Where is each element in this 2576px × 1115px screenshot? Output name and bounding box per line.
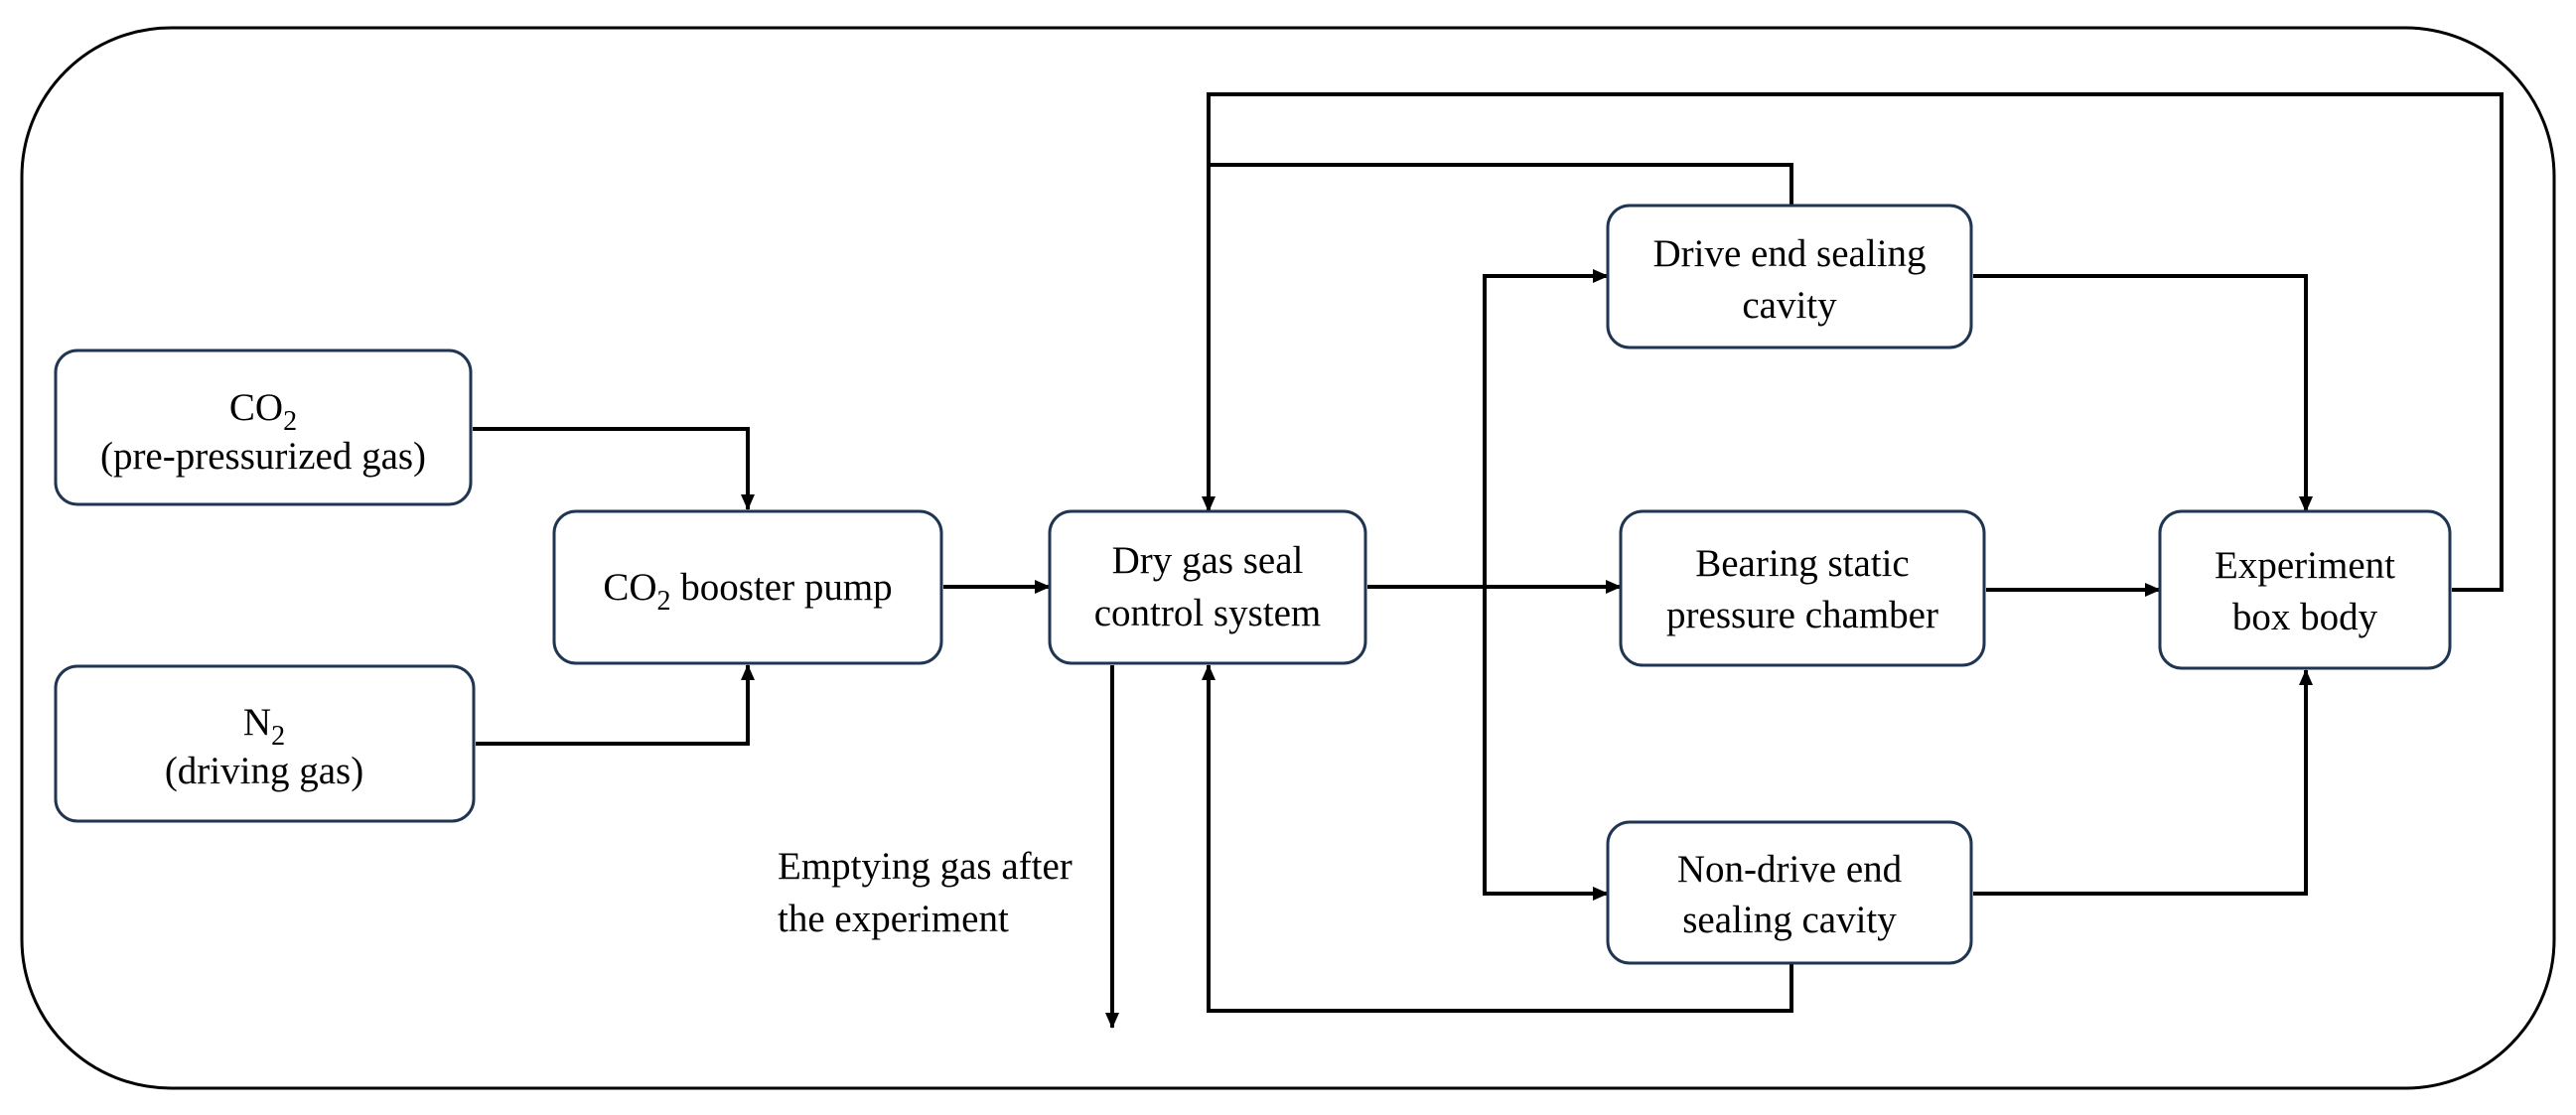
node-drive-end-line2: cavity [1742, 284, 1837, 327]
node-non-drive-end-line1: Non-drive end [1677, 848, 1903, 891]
node-n2-gas-line1: N2 [243, 701, 285, 752]
node-co2-gas-line2: (pre-pressurized gas) [100, 435, 426, 478]
edge-drive-end-to-box [1973, 274, 2313, 512]
node-experiment-box-line2: box body [2232, 596, 2378, 638]
annotation-emptying-line1: Emptying gas after [778, 845, 1073, 888]
node-n2-gas-line2: (driving gas) [165, 750, 363, 792]
node-drive-end-cavity: Drive end sealing cavity [1606, 204, 1973, 349]
node-control-system-line1: Dry gas seal [1112, 539, 1304, 582]
edge-co2-to-pump [473, 427, 755, 510]
edge-non-drive-end-return [1202, 664, 1793, 1013]
node-experiment-box-line1: Experiment [2215, 544, 2395, 587]
node-non-drive-end-line2: sealing cavity [1682, 899, 1897, 941]
node-co2-gas: CO2 (pre-pressurized gas) [54, 348, 473, 506]
edge-branch-to-drive-end [1483, 269, 1609, 587]
node-bearing-chamber: Bearing static pressure chamber [1619, 509, 1986, 667]
edge-drive-end-return [1209, 163, 1793, 206]
node-booster-pump: CO2 booster pump [552, 509, 943, 665]
edge-box-return-to-control [1202, 92, 2504, 592]
node-n2-gas: N2 (driving gas) [54, 664, 476, 823]
node-experiment-box: Experiment box body [2158, 509, 2452, 670]
edge-branch-to-non-drive-end [1483, 587, 1609, 901]
outer-frame [20, 26, 2556, 1090]
node-drive-end-line1: Drive end sealing [1652, 232, 1926, 275]
node-booster-pump-label: CO2 booster pump [603, 566, 892, 617]
node-co2-gas-line1: CO2 [229, 386, 297, 437]
node-control-system-line2: control system [1094, 592, 1322, 634]
node-bearing-line1: Bearing static [1695, 542, 1910, 585]
node-non-drive-end-cavity: Non-drive end sealing cavity [1606, 820, 1973, 965]
annotation-emptying-gas: Emptying gas after the experiment [778, 845, 1073, 940]
edge-non-drive-end-to-box [1973, 669, 2313, 896]
annotation-emptying-line2: the experiment [778, 898, 1009, 940]
node-control-system: Dry gas seal control system [1048, 509, 1367, 665]
node-bearing-line2: pressure chamber [1666, 594, 1938, 636]
edge-n2-to-pump [476, 664, 755, 746]
